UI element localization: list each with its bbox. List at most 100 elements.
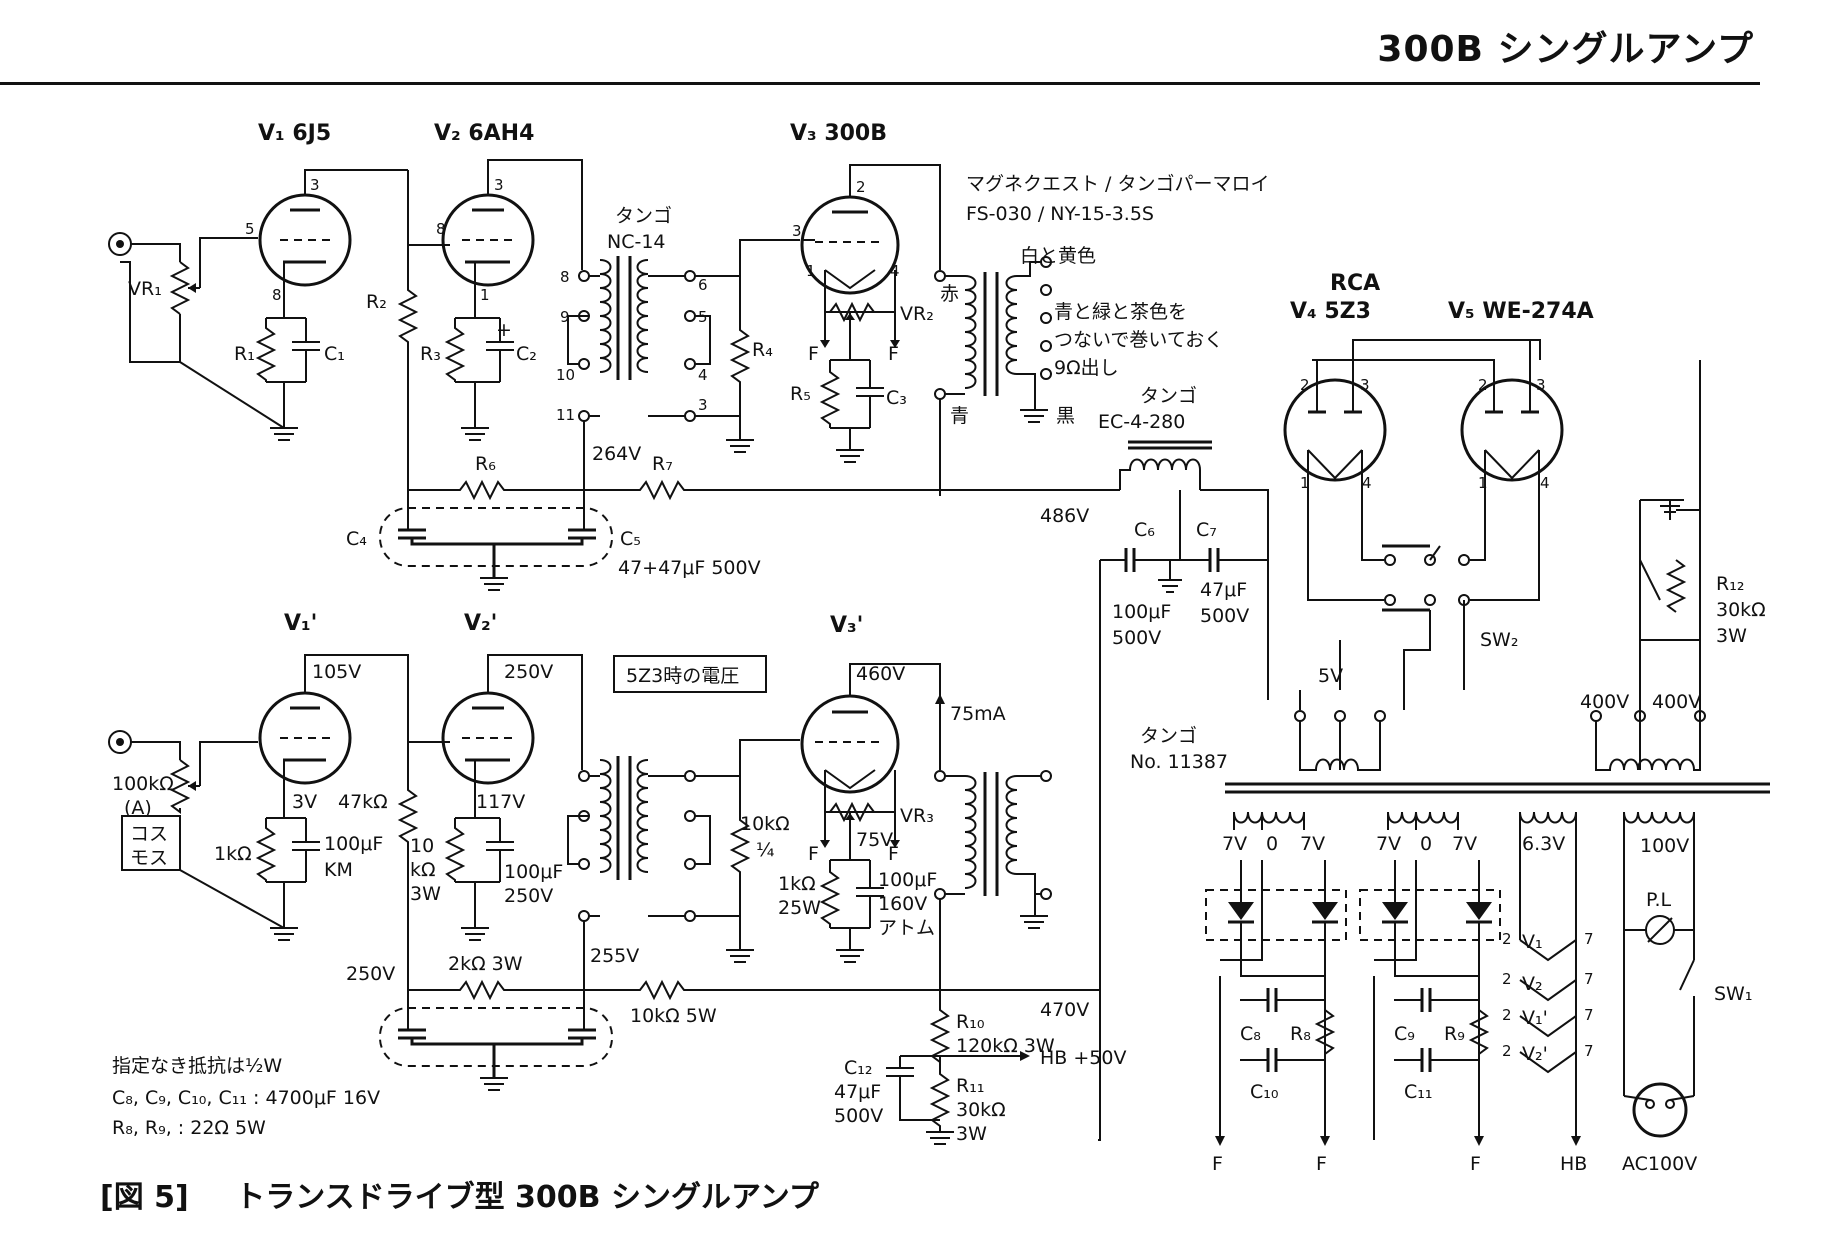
note-box-text: 5Z3時の電圧 [626, 665, 739, 687]
ot-note-wrap: つないで巻いておく [1054, 329, 1223, 351]
c6-value-2: 500V [1112, 627, 1161, 649]
c6-value-1: 100μF [1112, 601, 1171, 623]
it-pin-10: 10 [556, 366, 575, 384]
c7-value-2: 500V [1200, 605, 1249, 627]
it-pin-3: 3 [698, 396, 708, 414]
primary-100v: 100V P.L SW₁ AC100V [1622, 811, 1752, 1175]
voltage-400v-a: 400V [1580, 691, 1629, 713]
v3p-fil-f-right: F [888, 843, 899, 865]
it-model: NC-14 [607, 231, 666, 253]
note-capacitors: C₈, C₉, C₁₀, C₁₁ : 4700μF 16V [112, 1087, 380, 1109]
c-km-type: KM [324, 859, 353, 881]
c-100uf-km-value: 100μF [324, 833, 383, 855]
input-jack-upper [108, 232, 181, 262]
c12-value-2: 500V [834, 1105, 883, 1127]
caption-text: トランスドライブ型 300B シングルアンプ [235, 1180, 819, 1215]
v2-pin-cathode: 1 [480, 286, 490, 304]
r12-value-2: 3W [1716, 625, 1747, 647]
rectifier-v5: V₅ WE-274A 2 3 1 4 [1317, 299, 1594, 601]
tube-v2: V₂ 6AH4 3 8 1 [434, 121, 583, 305]
r11-value-2: 3W [956, 1123, 987, 1145]
v5-pin-1: 1 [1478, 474, 1488, 492]
vr1-potentiometer: VR₁ [120, 237, 285, 429]
page-title: 300B シングルアンプ [1377, 29, 1754, 70]
ot-black: 黒 [1056, 405, 1075, 427]
c5-label: C₅ [620, 528, 641, 550]
interstage-transformer-lower: 10kΩ ¼ 255V [567, 739, 800, 990]
r11-value-1: 30kΩ [956, 1099, 1006, 1121]
voltage-486v: 486V [1040, 505, 1089, 527]
ot-red: 赤 [940, 283, 959, 305]
v5-label: V₅ WE-274A [1448, 299, 1594, 324]
notes: 指定なき抵抗は½W C₈, C₉, C₁₀, C₁₁ : 4700μF 16V … [112, 1055, 380, 1139]
pt-brand: タンゴ [1140, 725, 1197, 747]
r-10k-b: kΩ [410, 859, 436, 881]
out-hb: HB [1560, 1153, 1587, 1175]
voltage-0-b: 0 [1420, 833, 1432, 855]
choke-model: EC-4-280 [1098, 411, 1185, 433]
power-transformer: タンゴ No. 11387 5V 400V 400V [1130, 665, 1770, 794]
r-1k-value: 1kΩ [214, 843, 252, 865]
choke-filter: タンゴ EC-4-280 C₆ C₇ 100μF 500V 47μF 500V [1098, 385, 1269, 1141]
c7-value-1: 47μF [1200, 579, 1247, 601]
it-pin-8: 8 [560, 268, 570, 286]
voltage-250v-a: 250V [504, 661, 553, 683]
vr3-label: VR₃ [900, 805, 934, 827]
it-pin-4: 4 [698, 366, 708, 384]
v1-pin-plate: 3 [310, 176, 320, 194]
output-transformer-lower [934, 770, 1052, 990]
choke-brand: タンゴ [1140, 385, 1197, 407]
v4-label: V₄ 5Z3 [1290, 299, 1371, 324]
filament-supply-2: 7V 0 7V C₉ R₉ C₁₁ F [1359, 811, 1501, 1175]
it-pin-5: 5 [698, 308, 708, 326]
voltage-117v: 117V [476, 791, 525, 813]
heater-63v-supply: 6.3V 2 2 2 2 7 7 7 7 V₁ V₂ V₁' V₂' HB [1502, 811, 1594, 1175]
c3-label: C₃ [886, 387, 907, 409]
b-plus-rail-upper: R₆ R₇ 264V 486V C₄ C₅ 47+47μF 500V [346, 443, 1120, 591]
caption-number: [図 5] [100, 1180, 189, 1215]
r-47k-plate-load [397, 742, 419, 990]
rectifier-v4: RCA V₄ 5Z3 2 3 1 4 [1283, 271, 1541, 601]
v1-pin-grid: 5 [245, 220, 255, 238]
v3p-label: V₃' [830, 613, 863, 638]
output-transformer-upper: マグネクエスト / タンゴパーマロイ FS-030 / NY-15-3.5S 白… [934, 173, 1269, 496]
htr-pin-7c: 7 [1584, 1006, 1594, 1024]
vol-pot-type: (A) [124, 797, 152, 819]
sw2-rectifier-selector[interactable]: SW₂ [1299, 544, 1518, 710]
c9-label: C₉ [1394, 1023, 1415, 1045]
htr-pin-7d: 7 [1584, 1042, 1594, 1060]
v5-pin-4: 4 [1540, 474, 1550, 492]
r3-label: R₃ [420, 343, 441, 365]
v1-pin-cathode: 8 [272, 286, 282, 304]
r8-label: R₈ [1290, 1023, 1311, 1045]
r10-value: 120kΩ 3W [956, 1035, 1055, 1057]
voltage-470v: 470V [1040, 999, 1089, 1021]
svg-text:+: + [496, 319, 512, 341]
tube-v2p: V₂' 250V 117V 10 kΩ 3W 100μF 250V [410, 611, 583, 941]
voltage-0-a: 0 [1266, 833, 1278, 855]
r-47k-value: 47kΩ [338, 791, 388, 813]
r-2k3w-value: 2kΩ 3W [448, 953, 523, 975]
r5-label: R₅ [790, 383, 811, 405]
note-r8-r9: R₈, R₉, : 22Ω 5W [112, 1117, 266, 1139]
v2-pin-plate: 3 [494, 176, 504, 194]
tube-v1p: V₁' 105V 3V 1kΩ 100μF KM [214, 611, 450, 941]
voltage-264v: 264V [592, 443, 641, 465]
voltage-63v: 6.3V [1522, 833, 1565, 855]
r11-label: R₁₁ [956, 1075, 984, 1097]
htr-pin-2b: 2 [1502, 970, 1512, 988]
sw1-label[interactable]: SW₁ [1714, 983, 1752, 1005]
out-f-1: F [1212, 1153, 1223, 1175]
c8-label: C₈ [1240, 1023, 1261, 1045]
v3-pin-grid: 3 [792, 222, 802, 240]
header-rule [0, 82, 1760, 85]
c12-value-1: 47μF [834, 1081, 881, 1103]
vol-maker-1: コス [130, 823, 168, 845]
vol-maker-2: モス [130, 847, 168, 869]
r6-label: R₆ [475, 453, 496, 475]
v3-label: V₃ 300B [790, 121, 887, 146]
sw2-label: SW₂ [1480, 629, 1518, 651]
c6-label: C₆ [1134, 519, 1155, 541]
hb-plus-50v: HB +50V [1040, 1047, 1126, 1069]
c7-label: C₇ [1196, 519, 1217, 541]
